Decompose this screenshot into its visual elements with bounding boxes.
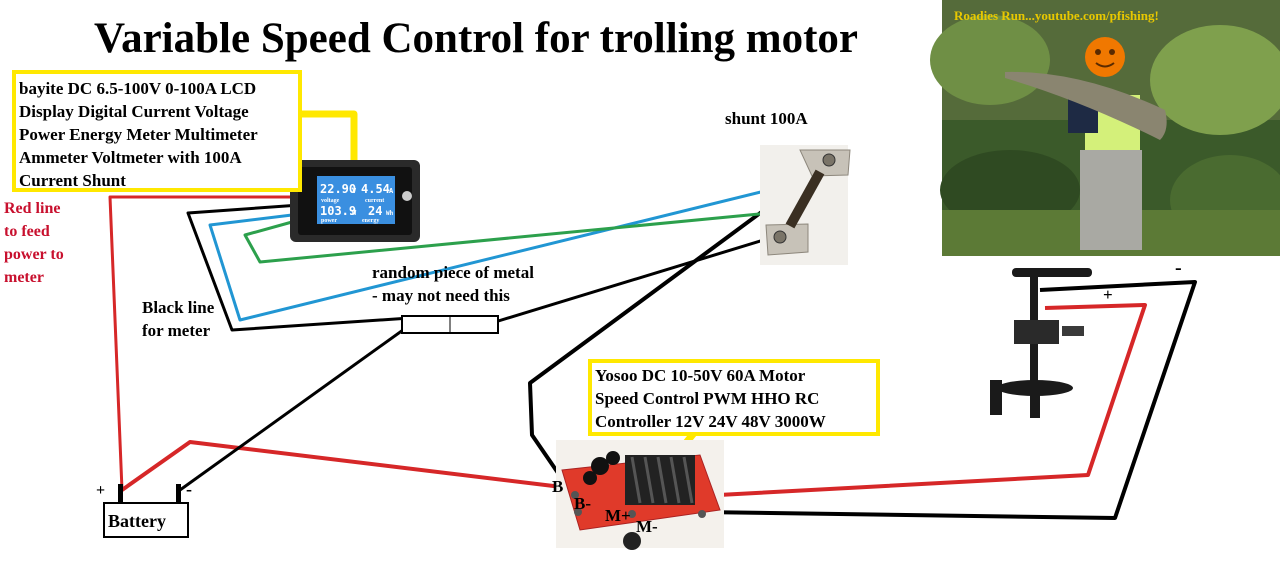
meter-label-line-5: Current Shunt <box>19 171 126 190</box>
black-line-label-2: for meter <box>142 321 211 340</box>
motor-controller: B B- M+ M- <box>552 440 724 550</box>
red-line-label: Red line to feed power to meter <box>4 200 64 286</box>
meter-energy-unit: Wh <box>386 210 394 217</box>
green-wire-sense <box>243 210 781 264</box>
battery-minus: - <box>186 479 192 499</box>
black-wire-metal-shunt <box>494 233 781 324</box>
meter-power-unit: W <box>352 209 357 217</box>
black-line-label: Black line for meter <box>142 298 215 340</box>
blue-wire-sense <box>208 173 831 322</box>
meter-current-label: current <box>365 198 384 204</box>
meter-label-line-1: bayite DC 6.5-100V 0-100A LCD <box>19 79 256 98</box>
red-wire-meter <box>108 195 290 491</box>
metal-label-2: - may not need this <box>372 286 510 305</box>
shunt-100a: shunt 100A <box>725 109 851 265</box>
black-wire-motor-negative <box>699 280 1197 520</box>
meter-voltage-value: 22.90 <box>320 182 356 196</box>
power-meter: 22.90 V 4.54 A voltage current 103.9 W 2… <box>290 160 420 242</box>
black-wire-battery-negative <box>179 323 411 492</box>
meter-current-unit: A <box>389 187 394 195</box>
meter-voltage-unit: V <box>352 187 357 195</box>
controller-heatsink <box>625 455 695 505</box>
controller-label-line-1: Yosoo DC 10-50V 60A Motor <box>595 366 806 385</box>
meter-label-line-2: Display Digital Current Voltage <box>19 102 249 121</box>
meter-energy-label: energy <box>362 218 379 224</box>
red-line-label-2: to feed <box>4 223 50 240</box>
meter-label-box: bayite DC 6.5-100V 0-100A LCD Display Di… <box>12 70 302 192</box>
shunt-label: shunt 100A <box>725 109 808 128</box>
battery-label: Battery <box>108 511 166 531</box>
battery: Battery + - <box>96 479 192 538</box>
diagram-title: Variable Speed Control for trolling moto… <box>94 15 858 62</box>
controller-terminal-b-plus: B <box>552 477 563 496</box>
black-line-label-1: Black line <box>142 298 215 317</box>
fishing-photo: Roadies Run...youtube.com/pfishing! <box>930 0 1280 256</box>
meter-power-label: power <box>321 218 337 224</box>
controller-terminal-b-minus: B- <box>574 494 591 513</box>
battery-plus: + <box>96 482 105 499</box>
controller-label-line-2: Speed Control PWM HHO RC <box>595 389 819 408</box>
wires <box>108 110 1197 520</box>
motor-terminal-minus: - <box>1175 257 1182 279</box>
black-wire-meter <box>186 203 411 332</box>
meter-voltage-label: voltage <box>321 198 340 204</box>
meter-energy-value: 24 <box>368 204 382 218</box>
meter-current-value: 4.54 <box>361 182 390 196</box>
yellow-connector-meter <box>300 110 358 165</box>
red-wire-battery-controller <box>120 440 571 492</box>
metal-piece: random piece of metal - may not need thi… <box>372 263 534 334</box>
controller-label-box: Yosoo DC 10-50V 60A Motor Speed Control … <box>588 359 880 436</box>
meter-power-value: 103.9 <box>320 204 356 218</box>
meter-label-line-3: Power Energy Meter Multimeter <box>19 125 258 144</box>
red-line-label-1: Red line <box>4 200 60 217</box>
controller-label-line-3: Controller 12V 24V 48V 3000W <box>595 412 826 431</box>
meter-label-line-4: Ammeter Voltmeter with 100A <box>19 148 242 167</box>
photo-caption: Roadies Run...youtube.com/pfishing! <box>954 8 1159 23</box>
controller-terminal-m-plus: M+ <box>605 506 631 525</box>
trolling-motor: + - <box>990 257 1182 418</box>
metal-label-1: random piece of metal <box>372 263 534 282</box>
motor-terminal-plus: + <box>1103 285 1113 304</box>
red-line-label-3: power to <box>4 246 64 263</box>
red-line-label-4: meter <box>4 269 44 286</box>
controller-terminal-m-minus: M- <box>636 517 658 536</box>
